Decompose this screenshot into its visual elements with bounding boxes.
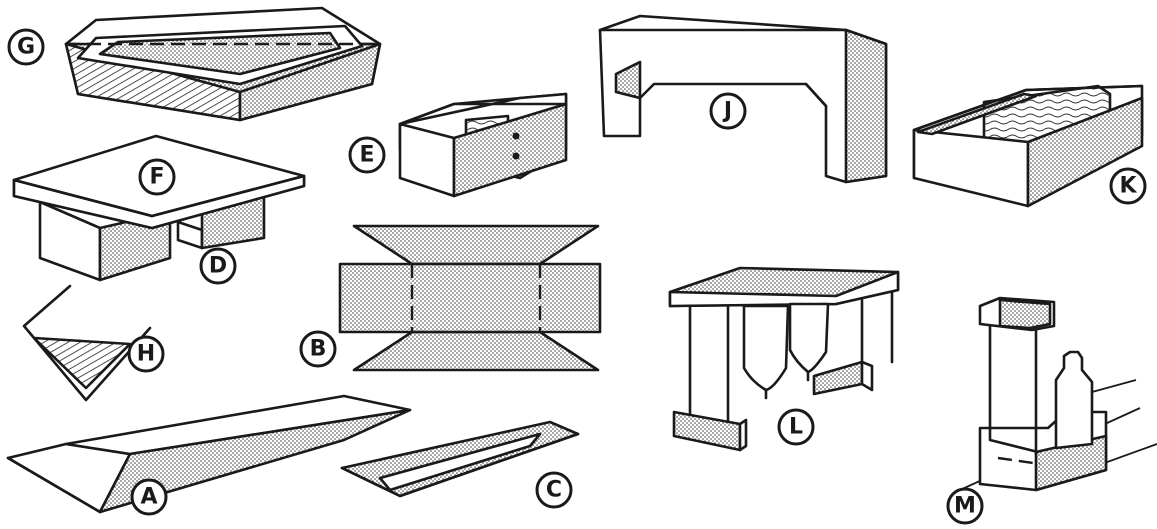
svg-text:A: A	[140, 485, 157, 510]
figure-b-pattern	[338, 224, 602, 372]
label-m: M	[946, 487, 984, 525]
svg-text:D: D	[209, 254, 227, 279]
label-f: F	[138, 158, 176, 196]
label-e: E	[348, 136, 386, 174]
label-g: G	[7, 28, 45, 66]
figure-a-trough	[6, 394, 412, 514]
label-d: D	[199, 247, 237, 285]
svg-text:H: H	[137, 342, 155, 367]
svg-text:C: C	[546, 478, 562, 503]
figure-k-box-block	[912, 84, 1144, 208]
svg-text:G: G	[17, 35, 35, 60]
figure-h-angle-section	[22, 284, 152, 402]
label-c: C	[535, 471, 573, 509]
figure-m-clamp	[959, 296, 1157, 492]
svg-text:M: M	[954, 494, 976, 519]
label-k: K	[1109, 167, 1147, 205]
svg-text:J: J	[722, 99, 732, 124]
label-h: H	[127, 335, 165, 373]
svg-text:F: F	[149, 165, 164, 190]
figure-l-stand	[668, 266, 900, 452]
label-j: J	[709, 92, 747, 130]
figure-c-trough	[340, 420, 580, 498]
svg-text:K: K	[1119, 174, 1137, 199]
figure-e-box	[398, 92, 568, 198]
svg-text:L: L	[789, 415, 803, 440]
label-l: L	[777, 408, 815, 446]
figure-g-tray	[64, 6, 382, 122]
svg-text:B: B	[310, 337, 327, 362]
label-b: B	[299, 330, 337, 368]
label-a: A	[130, 478, 168, 516]
svg-text:E: E	[359, 143, 374, 168]
figure-f-stand	[12, 134, 306, 282]
figure-j-bridge	[598, 14, 888, 184]
